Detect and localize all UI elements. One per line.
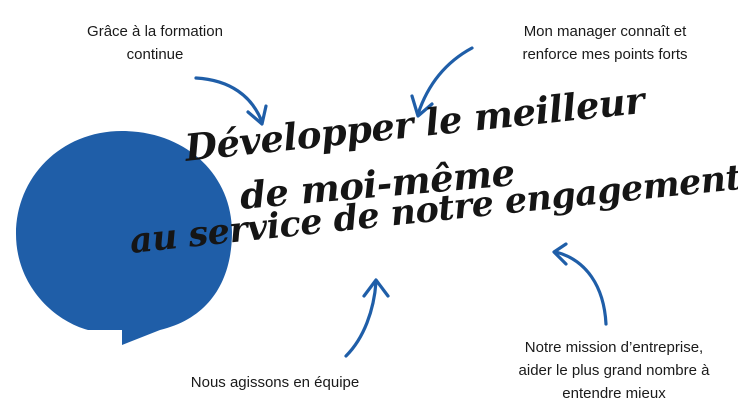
caption-top-left-line-2: continue [126,46,184,63]
arrow-bottom-left-icon [344,280,378,358]
caption-top-right-line-2: renforce mes points forts [522,46,688,63]
arrow-top-left-head-icon [246,104,268,126]
arrow-top-right-head-icon [410,94,434,118]
caption-top-right: Mon manager connaît et renforce mes poin… [470,20,738,66]
arrow-bottom-right-icon [554,250,608,326]
caption-bottom-right: Notre mission d’entreprise, aider le plu… [490,336,738,405]
arrow-bottom-right-head-icon [552,242,568,266]
caption-bottom-right-line-2: aider le plus grand nombre à [518,362,710,379]
arrow-top-right-icon [416,46,474,116]
caption-bottom-left: Nous agissons en équipe [150,371,400,394]
caption-top-left: Grâce à la formation continue [40,20,270,66]
arrow-bottom-left-head-icon [362,278,390,298]
caption-top-left-line-1: Grâce à la formation [87,23,223,40]
caption-top-right-line-1: Mon manager connaît et [523,23,687,40]
caption-bottom-right-line-1: Notre mission d’entreprise, [524,339,704,356]
speech-bubble-shape [16,131,232,345]
arrow-top-left-icon [194,76,264,124]
caption-bottom-left-line-1: Nous agissons en équipe [190,374,360,391]
caption-bottom-right-line-3: entendre mieux [562,385,666,402]
